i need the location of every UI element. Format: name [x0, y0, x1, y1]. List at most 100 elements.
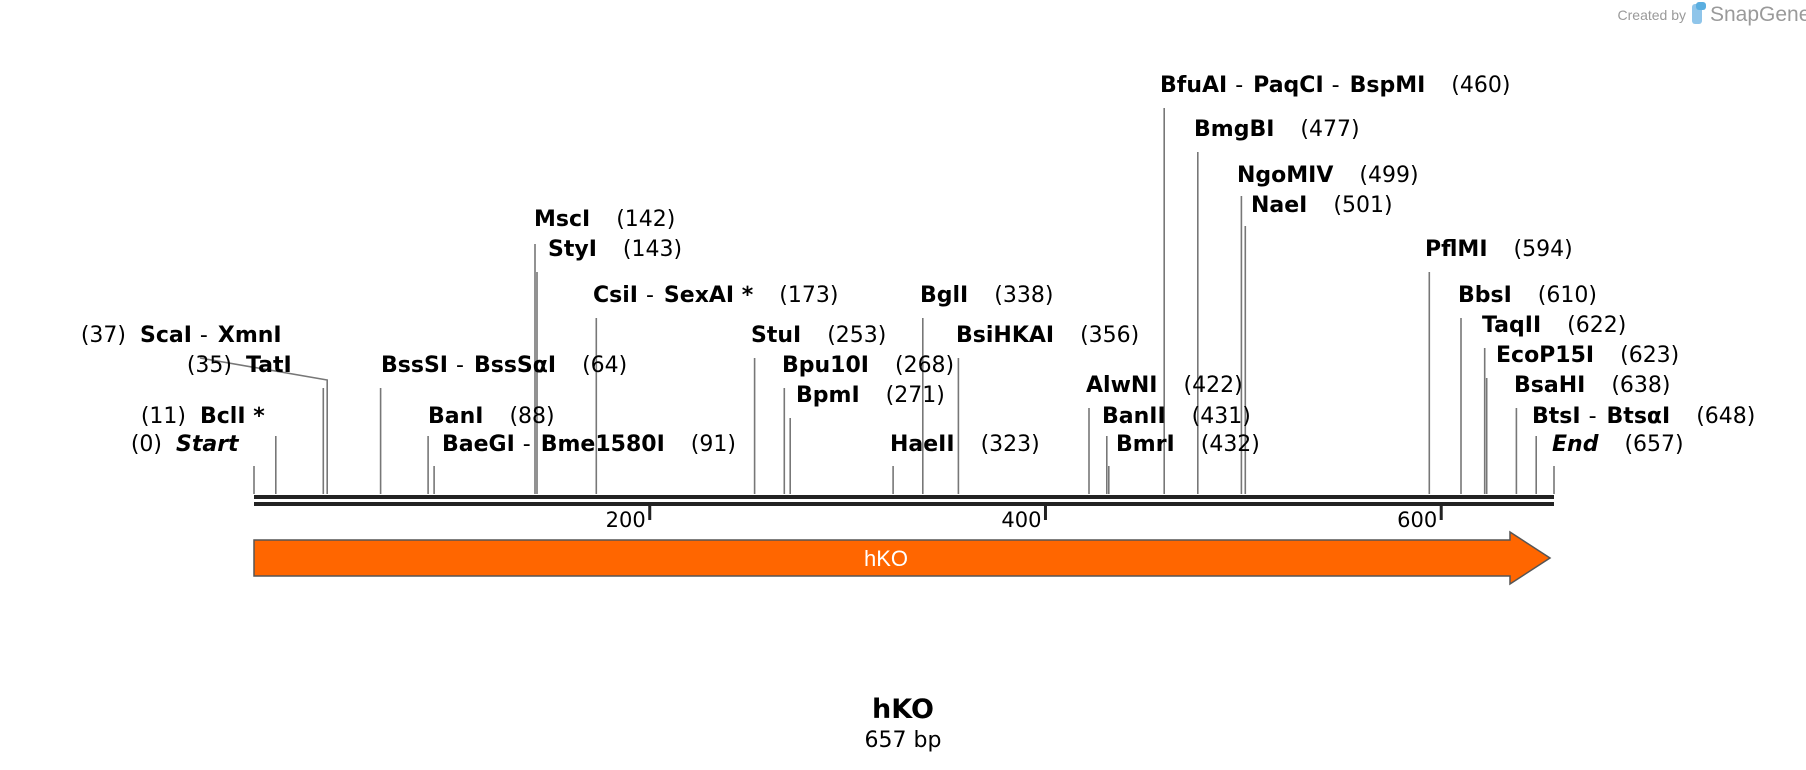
- enzyme-name[interactable]: BssSαI: [474, 353, 556, 378]
- site-position: (35): [187, 353, 232, 378]
- enzyme-name[interactable]: BtsI: [1532, 404, 1581, 429]
- enzyme-name[interactable]: PflMI: [1425, 237, 1488, 262]
- site-label-taqii[interactable]: TaqII (622): [1482, 313, 1626, 338]
- site-position: (501): [1333, 193, 1392, 218]
- site-label-bcli[interactable]: (11) BclI *: [141, 404, 265, 429]
- enzyme-name[interactable]: Bme1580I: [541, 432, 665, 457]
- enzyme-name[interactable]: BtsαI: [1607, 404, 1671, 429]
- snapgene-brand-text: SnapGene: [1710, 3, 1806, 26]
- enzyme-name[interactable]: Start: [176, 432, 240, 457]
- site-label-bpu10i[interactable]: Bpu10I(268): [782, 353, 954, 378]
- site-label-styi[interactable]: StyI (143): [548, 237, 682, 262]
- site-position: (431): [1192, 404, 1251, 429]
- enzyme-name[interactable]: BpmI: [796, 383, 860, 408]
- enzyme-name[interactable]: ScaI: [140, 323, 192, 348]
- enzyme-name[interactable]: AlwNI: [1086, 373, 1158, 398]
- enzyme-name[interactable]: BanII: [1102, 404, 1166, 429]
- enzyme-name[interactable]: TaqII: [1482, 313, 1541, 338]
- map-title: hKO: [872, 694, 934, 725]
- enzyme-name[interactable]: MscI: [534, 207, 590, 232]
- enzyme-name[interactable]: NgoMIV: [1237, 163, 1333, 188]
- site-position: (11): [141, 404, 186, 429]
- site-label-bmri[interactable]: BmrI(432): [1116, 432, 1260, 457]
- site-label-btsi[interactable]: BtsI-BtsαI(648): [1532, 404, 1755, 429]
- site-position: (657): [1624, 432, 1683, 457]
- enzyme-name[interactable]: XmnI: [218, 323, 282, 348]
- site-position: (143): [623, 237, 682, 262]
- enzyme-name[interactable]: BsiHKAI: [956, 323, 1054, 348]
- site-label-naei[interactable]: NaeI (501): [1251, 193, 1393, 218]
- enzyme-name[interactable]: PaqCI: [1253, 73, 1323, 98]
- site-separator: -: [456, 353, 464, 378]
- site-label-bfuai[interactable]: BfuAI-PaqCI-BspMI(460): [1160, 73, 1510, 98]
- site-position: (0): [131, 432, 162, 457]
- site-label-end[interactable]: End (657): [1552, 432, 1684, 457]
- site-label-alwni[interactable]: AlwNI(422): [1086, 373, 1243, 398]
- site-label-banii[interactable]: BanII (431): [1102, 404, 1251, 429]
- site-label-stui[interactable]: StuI (253): [751, 323, 886, 348]
- leader-line-scai: [199, 357, 328, 494]
- site-position: (622): [1567, 313, 1626, 338]
- site-label-bpmi[interactable]: BpmI (271): [796, 383, 945, 408]
- enzyme-name[interactable]: BspMI: [1350, 73, 1426, 98]
- site-label-start[interactable]: (0) Start: [131, 432, 240, 457]
- ruler-tick-label: 600: [1397, 508, 1437, 532]
- site-label-csii[interactable]: CsiI-SexAI *(173): [593, 283, 838, 308]
- site-label-ngomiv[interactable]: NgoMIV(499): [1237, 163, 1419, 188]
- feature-arrow[interactable]: [253, 530, 1552, 586]
- site-label-ecop15i[interactable]: EcoP15I(623): [1496, 343, 1679, 368]
- site-separator: -: [523, 432, 531, 457]
- snapgene-credit[interactable]: Created by SnapGene: [1618, 2, 1806, 26]
- site-label-haeii[interactable]: HaeII(323): [890, 432, 1040, 457]
- enzyme-name[interactable]: EcoP15I: [1496, 343, 1594, 368]
- site-position: (271): [886, 383, 945, 408]
- enzyme-name[interactable]: TatI: [246, 353, 292, 378]
- site-label-scai[interactable]: (37)ScaI-XmnI: [81, 323, 282, 348]
- site-label-bgli[interactable]: BglI (338): [920, 283, 1053, 308]
- site-position: (477): [1300, 117, 1359, 142]
- site-label-bani[interactable]: BanI(88): [428, 404, 555, 429]
- site-label-msci[interactable]: MscI(142): [534, 207, 675, 232]
- snapgene-logo-icon: [1692, 2, 1706, 24]
- site-label-bmgbi[interactable]: BmgBI (477): [1194, 117, 1360, 142]
- enzyme-name[interactable]: BaeGI: [442, 432, 515, 457]
- site-label-baegi[interactable]: BaeGI-Bme1580I(91): [442, 432, 736, 457]
- enzyme-name[interactable]: BbsI: [1458, 283, 1512, 308]
- site-label-tati[interactable]: (35) TatI: [187, 353, 292, 378]
- enzyme-name[interactable]: StuI: [751, 323, 801, 348]
- enzyme-name[interactable]: CsiI: [593, 283, 638, 308]
- enzyme-name[interactable]: BglI: [920, 283, 968, 308]
- created-by-text: Created by: [1618, 7, 1686, 23]
- site-label-pflmi[interactable]: PflMI (594): [1425, 237, 1573, 262]
- site-label-bsihkai[interactable]: BsiHKAI(356): [956, 323, 1139, 348]
- map-length: 657 bp: [865, 728, 942, 753]
- feature-hko[interactable]: hKO: [253, 530, 1552, 586]
- site-label-bbsi[interactable]: BbsI(610): [1458, 283, 1597, 308]
- sequence-backbone: [254, 495, 1554, 506]
- enzyme-name[interactable]: StyI: [548, 237, 597, 262]
- enzyme-name[interactable]: BsaHI: [1514, 373, 1585, 398]
- enzyme-name[interactable]: BssSI: [381, 353, 448, 378]
- site-position: (594): [1514, 237, 1573, 262]
- enzyme-name[interactable]: BmgBI: [1194, 117, 1274, 142]
- enzyme-name[interactable]: BanI: [428, 404, 483, 429]
- site-label-bsssi[interactable]: BssSI-BssSαI(64): [381, 353, 627, 378]
- enzyme-name[interactable]: Bpu10I: [782, 353, 869, 378]
- enzyme-name[interactable]: BmrI: [1116, 432, 1175, 457]
- bottom-strand: [254, 502, 1554, 506]
- enzyme-name[interactable]: SexAI *: [664, 283, 754, 308]
- enzyme-name[interactable]: BfuAI: [1160, 73, 1227, 98]
- site-position: (37): [81, 323, 126, 348]
- enzyme-name[interactable]: NaeI: [1251, 193, 1307, 218]
- top-strand: [254, 495, 1554, 499]
- site-position: (338): [994, 283, 1053, 308]
- site-separator: -: [1235, 73, 1243, 98]
- site-separator: -: [646, 283, 654, 308]
- site-leader-lines: [199, 108, 1555, 494]
- enzyme-name[interactable]: HaeII: [890, 432, 955, 457]
- enzyme-name[interactable]: BclI *: [200, 404, 265, 429]
- site-position: (253): [827, 323, 886, 348]
- enzyme-name[interactable]: End: [1552, 432, 1599, 457]
- site-label-bsahi[interactable]: BsaHI(638): [1514, 373, 1670, 398]
